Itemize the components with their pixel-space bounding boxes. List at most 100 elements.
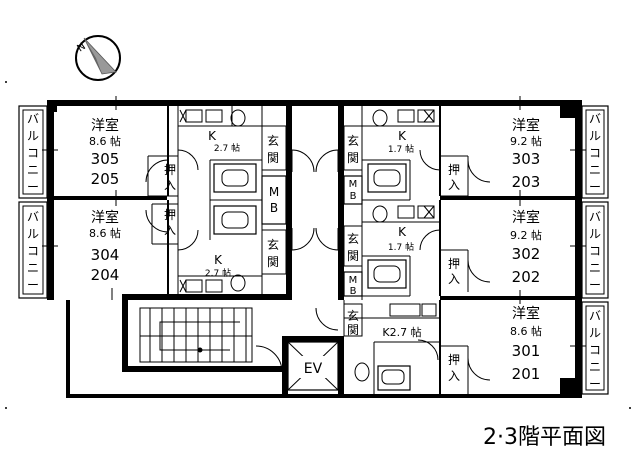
closet-302: 押 入	[448, 257, 460, 286]
balcony-char: ル	[27, 129, 39, 143]
kitchen-size: 1.7 帖	[388, 241, 414, 253]
balcony-char: ル	[589, 326, 601, 340]
mb-right-bottom: M B	[349, 275, 358, 297]
balcony-char: コ	[589, 343, 601, 357]
entrance-char: 関	[347, 151, 359, 165]
room-number: 203	[512, 173, 541, 191]
balcony-char: ニ	[589, 360, 601, 374]
kitchen-label: K	[398, 225, 407, 239]
closet-char: 入	[448, 272, 460, 286]
closet-char: 入	[448, 369, 460, 383]
kitchen-301: K2.7 帖	[382, 326, 421, 339]
kitchen-304: K 2.7 帖	[205, 253, 231, 279]
north-compass-icon: N	[75, 35, 121, 81]
mb-right-top: M B	[349, 179, 358, 202]
entrance-302: 玄 関	[347, 231, 359, 263]
partitions-left	[147, 106, 263, 294]
room-size: 9.2 帖	[510, 229, 542, 242]
balcony-char: ー	[27, 278, 39, 292]
mb-char: M	[269, 185, 279, 199]
room-name: 洋室	[512, 209, 540, 226]
balcony-label-right-top: バ ル コ ニ ー	[589, 112, 601, 194]
closet-char: 押	[164, 208, 176, 222]
entrance-305: 玄 関	[267, 133, 279, 165]
room-name: 洋室	[512, 305, 540, 322]
wall-ticks	[5, 81, 631, 409]
entrance-char: 関	[267, 151, 279, 165]
balcony-char: ル	[589, 227, 601, 241]
balcony-char: ル	[589, 129, 601, 143]
kitchen-label: K	[398, 129, 407, 143]
kitchen-305: K 2.7 帖	[208, 129, 240, 154]
ev-label: EV	[304, 361, 323, 377]
balcony-char: コ	[27, 146, 39, 160]
bath-fixtures	[179, 109, 437, 391]
room-number: 305	[91, 150, 120, 168]
room-302: 洋室 9.2 帖 302 202	[510, 209, 542, 286]
room-size: 9.2 帖	[510, 135, 542, 148]
balcony-label-left-bottom: バ ル コ ニ ー	[27, 210, 39, 292]
balcony-char: ニ	[27, 261, 39, 275]
room-number: 202	[512, 268, 541, 286]
balcony-label-right-bottom: バ ル コ ニ ー	[589, 309, 601, 391]
balcony-char: バ	[589, 210, 601, 224]
outer-walls	[47, 100, 582, 398]
balcony-char: コ	[27, 244, 39, 258]
room-number: 303	[512, 150, 541, 168]
kitchen-label: K	[214, 253, 223, 267]
balcony-label-left-top: バ ル コ ニ ー	[27, 112, 39, 194]
room-name: 洋室	[91, 209, 119, 226]
door-swings	[145, 149, 491, 381]
balcony-char: ニ	[589, 261, 601, 275]
room-number: 301	[512, 342, 541, 360]
balcony-char: ー	[589, 180, 601, 194]
mb-left: M B	[269, 185, 279, 215]
balcony-char: コ	[589, 244, 601, 258]
balcony-char: バ	[589, 309, 601, 323]
balcony-char: バ	[27, 210, 39, 224]
closet-303: 押 入	[448, 163, 460, 192]
entrance-char: 関	[267, 255, 279, 269]
mb-char: B	[270, 201, 278, 215]
kitchen-302: K 1.7 帖	[388, 225, 414, 253]
entrance-304: 玄 関	[267, 237, 279, 269]
room-name: 洋室	[91, 117, 119, 134]
room-304: 洋室 8.6 帖 304 204	[89, 209, 121, 284]
closet-char: 押	[448, 163, 460, 177]
mb-char: B	[350, 286, 357, 297]
balcony-char: バ	[27, 112, 39, 126]
corridor	[261, 125, 363, 337]
closet-304: 押 入	[164, 208, 176, 237]
closet-char: 押	[448, 257, 460, 271]
entrance-char: 玄	[347, 133, 359, 148]
balcony-char: ニ	[589, 163, 601, 177]
entrance-char: 玄	[347, 308, 359, 323]
balcony-label-right-mid: バ ル コ ニ ー	[589, 210, 601, 292]
balcony-char: コ	[589, 146, 601, 160]
closet-char: 押	[164, 163, 176, 177]
closet-305: 押 入	[164, 163, 176, 192]
kitchen-size: 2.7 帖	[214, 142, 240, 154]
kitchen-303: K 1.7 帖	[388, 129, 414, 155]
entrance-char: 玄	[347, 231, 359, 246]
closet-char: 入	[448, 178, 460, 192]
room-301: 洋室 8.6 帖 301 201	[510, 305, 542, 383]
kitchen-label: K	[208, 129, 217, 143]
room-number: 205	[91, 170, 120, 188]
elevator: EV	[287, 341, 339, 391]
balcony-char: バ	[589, 112, 601, 126]
mb-char: M	[349, 179, 358, 190]
entrance-char: 関	[347, 323, 359, 337]
room-305: 洋室 8.6 帖 305 205	[89, 117, 121, 188]
room-name: 洋室	[512, 117, 540, 134]
closet-char: 入	[164, 223, 176, 237]
mb-char: B	[350, 191, 357, 202]
closet-char: 入	[164, 178, 176, 192]
room-size: 8.6 帖	[89, 135, 121, 148]
closet-char: 押	[448, 353, 460, 367]
room-number: 201	[512, 365, 541, 383]
balcony-char: ル	[27, 227, 39, 241]
staircase	[139, 307, 253, 363]
room-303: 洋室 9.2 帖 303 203	[510, 117, 542, 191]
